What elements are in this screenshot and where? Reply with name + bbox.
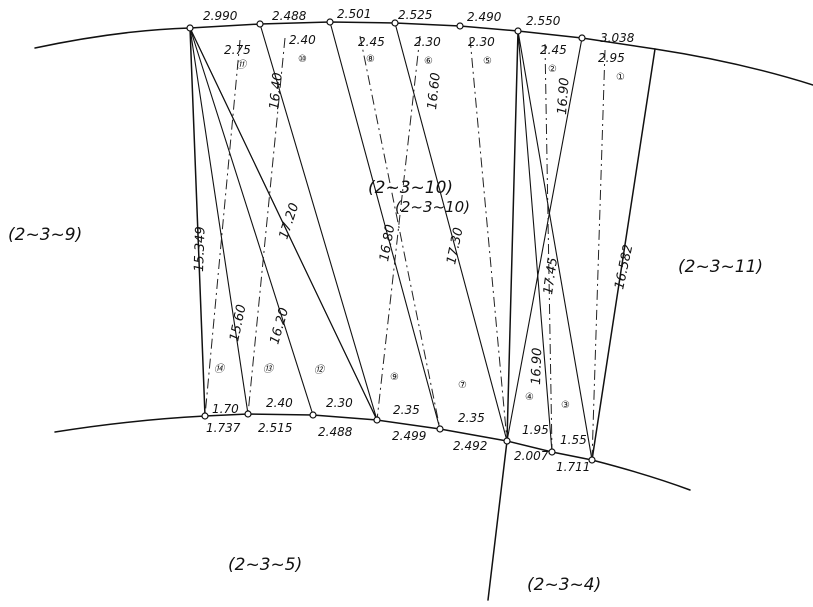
triangle-number-11: ⑪ [236,59,248,71]
bottom-boundary-arc [54,413,691,491]
top-segment-2: 2.488 [272,9,307,23]
top-height-labels: 2.75 2.40 2.45 2.30 2.30 2.45 2.95 [224,33,625,65]
triangle-number-2: ② [548,64,557,75]
diagonal-5: 16.40 [267,72,286,111]
bottom-segment-5: 2.492 [453,439,487,453]
top-segment-7: 3.038 [600,31,635,45]
diagonal-labels: 15.349 15.60 16.20 17.20 16.40 16.80 17.… [192,72,636,385]
top-height-1: 2.75 [224,43,251,57]
bottom-height-5: 2.35 [458,411,485,425]
parcel-label-center: (2~3~10) [368,178,453,198]
bottom-segment-3: 2.488 [318,425,353,439]
triangle-number-7: ⑦ [458,380,467,391]
triangle-number-4: ④ [525,392,534,403]
top-height-2: 2.40 [289,33,316,47]
bottom-segment-4: 2.499 [392,429,426,443]
diagonal-1: 15.349 [192,226,209,272]
parcel-label-bottom-right: (2~3~4) [527,575,601,595]
diagonal-3: 16.20 [267,306,292,346]
diagonal-8: 16.60 [425,72,444,111]
top-boundary-arc [34,21,813,86]
triangle-number-labels: ① ② ③ ④ ⑤ ⑥ ⑦ ⑧ ⑨ ⑩ ⑪ ⑫ ⑬ ⑭ [214,54,625,411]
top-height-5: 2.30 [468,35,495,49]
bottom-segment-6: 2.007 [514,449,549,463]
center-annotation: (2~3~10) [395,198,470,216]
bottom-segment-labels: 1.737 2.515 2.488 2.499 2.492 2.007 1.71… [206,421,590,474]
triangle-number-10: ⑩ [298,54,307,65]
top-segment-1: 2.990 [203,9,238,23]
triangle-number-8: ⑧ [366,54,375,65]
top-height-4: 2.30 [414,35,441,49]
triangle-number-9: ⑨ [390,372,399,383]
triangulation-lines [189,21,593,461]
diagonal-10: 17.45 [541,257,561,296]
diagonal-12: 16.582 [612,243,636,291]
triangle-number-3: ③ [561,400,570,411]
bottom-height-6: 1.95 [522,423,549,437]
triangle-number-6: ⑥ [424,56,433,67]
diagonal-9: 16.90 [529,347,545,385]
divider-line-lower [487,440,508,601]
bottom-height-4: 2.35 [393,403,420,417]
diagonal-6: 16.80 [377,223,398,262]
bottom-height-7: 1.55 [560,433,587,447]
diagonal-7: 17.30 [444,226,466,266]
triangle-number-13: ⑬ [263,363,275,375]
survey-points [186,18,596,464]
top-segment-4: 2.525 [398,8,432,22]
bottom-height-3: 2.30 [326,396,353,410]
top-height-6: 2.45 [540,43,567,57]
top-segment-5: 2.490 [467,10,502,24]
bottom-segment-1: 1.737 [206,421,241,435]
bottom-height-1: 1.70 [212,402,239,416]
bottom-height-labels: 1.70 2.40 2.30 2.35 2.35 1.95 1.55 [212,396,587,447]
bottom-height-2: 2.40 [266,396,293,410]
right-boundary-line [591,48,656,461]
diagonal-2: 15.60 [227,303,249,343]
top-segment-6: 2.550 [526,14,561,28]
top-height-7: 2.95 [598,51,625,65]
diagonal-11: 16.90 [555,77,573,115]
top-height-3: 2.45 [358,35,385,49]
top-segment-3: 2.501 [337,7,371,21]
bottom-segment-2: 2.515 [258,421,292,435]
parcel-label-right: (2~3~11) [678,257,763,277]
height-lines [204,35,606,461]
triangle-number-5: ⑤ [483,56,492,67]
triangle-number-14: ⑭ [214,363,226,375]
left-boundary-line [189,27,206,417]
triangle-number-1: ① [616,72,625,83]
diagonal-4: 17.20 [277,201,303,241]
divider-line-upper [506,30,519,442]
triangle-number-12: ⑫ [314,364,326,376]
parcel-label-left: (2~3~9) [8,225,82,245]
parcel-label-bottom-center: (2~3~5) [228,555,302,575]
top-segment-labels: 2.990 2.488 2.501 2.525 2.490 2.550 3.03… [203,7,635,45]
bottom-segment-7: 1.711 [556,460,590,474]
